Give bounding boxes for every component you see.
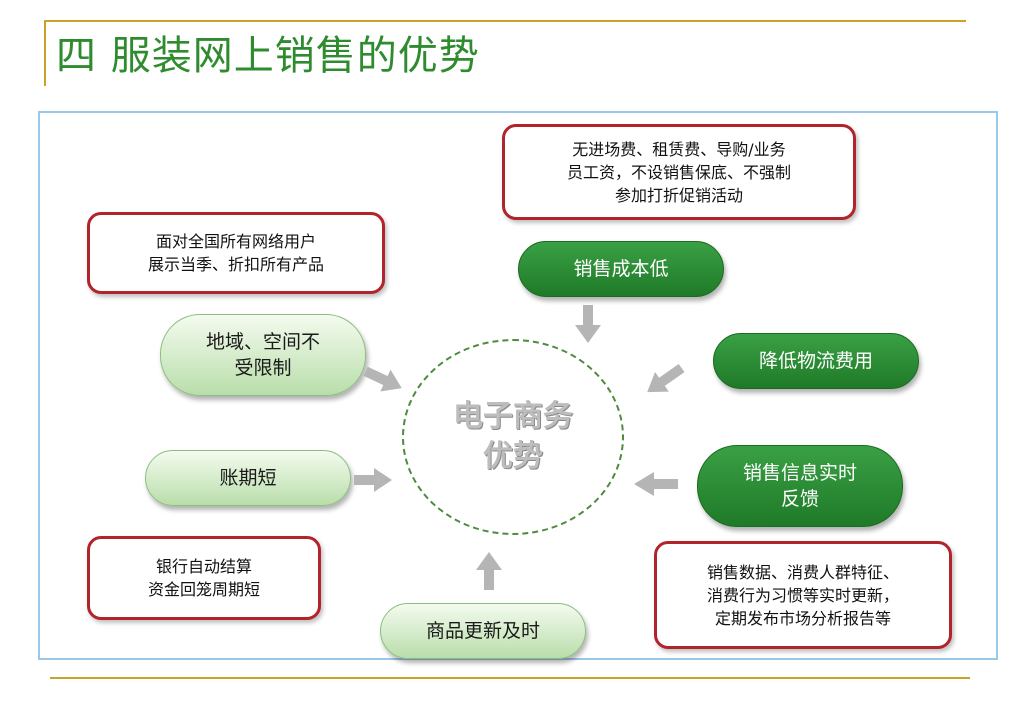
note-users-reach: 面对全国所有网络用户 展示当季、折扣所有产品 <box>87 212 385 294</box>
bottom-rule <box>50 677 970 679</box>
arrow-down-icon <box>575 305 601 343</box>
node-feedback-label: 销售信息实时 反馈 <box>742 462 857 510</box>
node-short-period: 账期短 <box>145 450 351 506</box>
node-period-label: 账期短 <box>219 467 277 489</box>
node-update-label: 商品更新及时 <box>425 620 540 642</box>
note-bank-settlement: 银行自动结算 资金回笼周期短 <box>87 536 321 620</box>
diagram-frame <box>38 111 998 660</box>
node-product-update: 商品更新及时 <box>380 603 586 659</box>
note-users-text: 面对全国所有网络用户 展示当季、折扣所有产品 <box>147 232 324 274</box>
center-label: 电子商务 优势 <box>453 399 573 474</box>
center-circle: 电子商务 优势 <box>402 339 624 535</box>
node-region-label: 地域、空间不 受限制 <box>205 331 320 379</box>
arrow-left-icon <box>634 472 678 496</box>
node-logistics: 降低物流费用 <box>713 333 919 389</box>
note-sales-data: 销售数据、消费人群特征、 消费行为习惯等实时更新， 定期发布市场分析报告等 <box>654 541 952 649</box>
node-logistics-label: 降低物流费用 <box>758 350 873 372</box>
arrow-left-down-icon <box>647 363 685 393</box>
node-realtime-feedback: 销售信息实时 反馈 <box>697 445 903 527</box>
arrow-right-down-icon <box>363 366 402 392</box>
note-cost-details: 无进场费、租赁费、导购/业务 员工资，不设销售保底、不强制 参加打折促销活动 <box>502 124 856 220</box>
slide-title: 四 服装网上销售的优势 <box>56 33 480 79</box>
title-accent-bar <box>44 20 46 86</box>
note-bank-text: 银行自动结算 资金回笼周期短 <box>147 557 260 599</box>
node-cost-low: 销售成本低 <box>518 241 724 297</box>
note-cost-text: 无进场费、租赁费、导购/业务 员工资，不设销售保底、不强制 参加打折促销活动 <box>566 139 791 205</box>
note-data-text: 销售数据、消费人群特征、 消费行为习惯等实时更新， 定期发布市场分析报告等 <box>706 562 899 628</box>
arrow-up-icon <box>476 552 502 590</box>
node-cost-low-label: 销售成本低 <box>573 258 669 280</box>
node-no-region-limit: 地域、空间不 受限制 <box>160 314 366 396</box>
arrow-right-icon <box>354 468 392 492</box>
top-rule <box>44 20 966 22</box>
